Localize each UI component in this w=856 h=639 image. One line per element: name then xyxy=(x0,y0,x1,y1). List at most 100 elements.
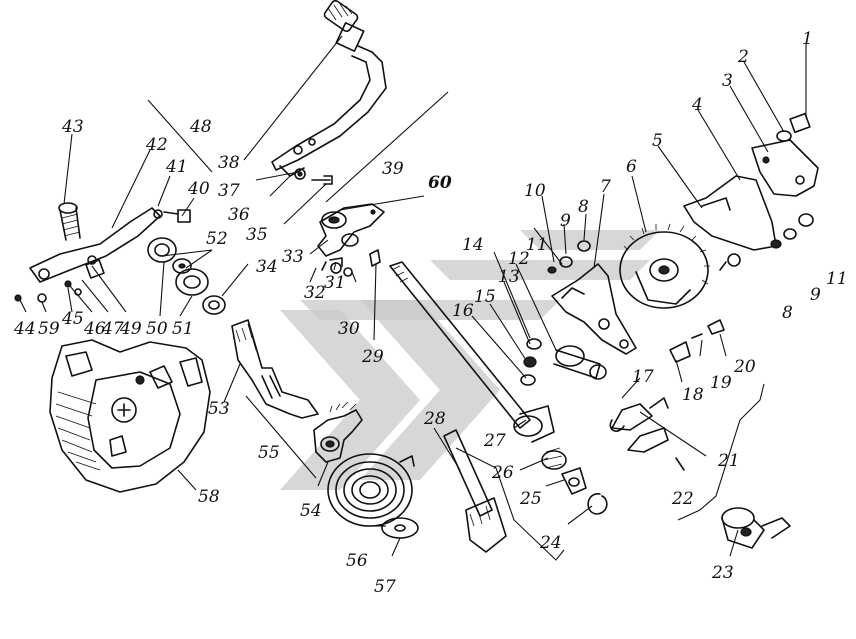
callout-2: 2 xyxy=(737,47,749,67)
callout-30: 30 xyxy=(338,319,360,339)
part-washers-13-16 xyxy=(520,338,542,386)
callout-37: 37 xyxy=(218,181,240,201)
callout-27: 27 xyxy=(483,431,506,451)
leader-lines xyxy=(19,35,807,561)
callout-22: 22 xyxy=(671,489,694,509)
part-tiny-fasteners xyxy=(14,280,82,303)
callout-48: 48 xyxy=(189,117,212,137)
callout-58: 58 xyxy=(198,487,220,507)
part-screw-35 xyxy=(294,168,333,185)
callout-41: 41 xyxy=(165,157,188,177)
callout-1: 1 xyxy=(802,29,813,49)
callout-15: 15 xyxy=(474,287,496,307)
background-watermark xyxy=(280,230,660,490)
callout-39: 39 xyxy=(382,159,404,179)
part-long-shaft-27 xyxy=(389,261,555,443)
callout-10: 10 xyxy=(524,181,546,201)
callout-24: 24 xyxy=(539,533,562,553)
callout-38: 38 xyxy=(218,153,240,173)
callout-60: 60 xyxy=(428,173,452,193)
part-washer-57 xyxy=(381,517,419,539)
part-washer-2 xyxy=(776,130,792,142)
part-clip-17 xyxy=(609,419,625,432)
part-bracket-60 xyxy=(317,203,385,257)
part-pin-22 xyxy=(675,457,685,471)
callout-8a: 8 xyxy=(578,197,589,217)
callout-45: 45 xyxy=(61,309,84,329)
part-shaft-28 xyxy=(443,429,507,553)
callout-4: 4 xyxy=(691,95,703,115)
callout-47: 47 xyxy=(101,319,124,339)
part-clip-25 xyxy=(561,467,587,495)
callout-54: 54 xyxy=(300,501,322,521)
callout-18: 18 xyxy=(682,385,704,405)
callout-33: 33 xyxy=(282,247,304,267)
callout-28: 28 xyxy=(423,409,446,429)
part-nut-50 xyxy=(147,237,177,263)
callout-46: 46 xyxy=(83,319,106,339)
callout-55: 55 xyxy=(258,443,280,463)
callout-31: 31 xyxy=(324,273,346,293)
part-levers-21 xyxy=(611,397,669,453)
part-roller-12 xyxy=(553,345,607,380)
part-lever-42 xyxy=(29,207,161,283)
callout-12: 12 xyxy=(508,249,530,269)
callout-9b: 9 xyxy=(810,285,821,305)
part-nut-51 xyxy=(175,268,209,296)
callout-11a: 11 xyxy=(526,235,548,255)
callout-36: 36 xyxy=(228,205,250,225)
part-gear-wheel-6 xyxy=(619,223,710,309)
part-shaft-53 xyxy=(231,319,319,419)
part-gear-sector-54 xyxy=(313,401,363,463)
callout-6: 6 xyxy=(626,157,637,177)
part-housing-58 xyxy=(49,339,211,493)
callout-51: 51 xyxy=(172,319,194,339)
part-plate-7 xyxy=(551,263,637,355)
part-bracket-4 xyxy=(683,175,777,271)
callout-56: 56 xyxy=(346,551,368,571)
callout-50: 50 xyxy=(146,319,168,339)
callout-5: 5 xyxy=(652,131,663,151)
part-pin-40-41 xyxy=(153,209,191,223)
callout-43: 43 xyxy=(61,117,84,137)
callout-32: 32 xyxy=(304,283,326,303)
callout-17: 17 xyxy=(632,367,654,387)
callout-25: 25 xyxy=(519,489,542,509)
callout-labels: 1 2 3 4 5 6 7 8 8 9 9 10 11 11 12 13 14 … xyxy=(13,29,848,597)
callout-20: 20 xyxy=(733,357,756,377)
part-clamp-23 xyxy=(721,507,791,549)
callout-49: 49 xyxy=(119,319,142,339)
part-washer-52 xyxy=(172,258,192,274)
callout-29: 29 xyxy=(361,347,384,367)
callout-42: 42 xyxy=(145,135,168,155)
part-crank-lever xyxy=(271,0,387,177)
callout-44: 44 xyxy=(13,319,36,339)
callout-11b: 11 xyxy=(826,269,848,289)
part-plate-3 xyxy=(751,139,819,197)
callout-21: 21 xyxy=(717,451,740,471)
part-spring-43 xyxy=(58,202,81,241)
callout-8b: 8 xyxy=(782,303,793,323)
part-nuts-8-11 xyxy=(547,213,814,274)
part-pin-18-20 xyxy=(669,319,725,363)
callout-3: 3 xyxy=(722,71,733,91)
callout-23: 23 xyxy=(711,563,734,583)
callout-7: 7 xyxy=(600,177,611,197)
callout-14: 14 xyxy=(462,235,484,255)
callout-13: 13 xyxy=(498,267,520,287)
callout-40: 40 xyxy=(187,179,210,199)
part-spiral-spring-56 xyxy=(327,453,415,527)
callout-59: 59 xyxy=(38,319,60,339)
callout-34: 34 xyxy=(256,257,278,277)
callout-52: 52 xyxy=(206,229,228,249)
part-nut-1 xyxy=(789,112,811,134)
part-ring-24 xyxy=(587,493,608,515)
part-washer-34 xyxy=(202,295,226,315)
callout-16: 16 xyxy=(452,301,474,321)
callout-19: 19 xyxy=(710,373,732,393)
callout-57: 57 xyxy=(374,577,396,597)
callout-53: 53 xyxy=(208,399,230,419)
callout-35: 35 xyxy=(246,225,268,245)
callout-9a: 9 xyxy=(560,211,571,231)
